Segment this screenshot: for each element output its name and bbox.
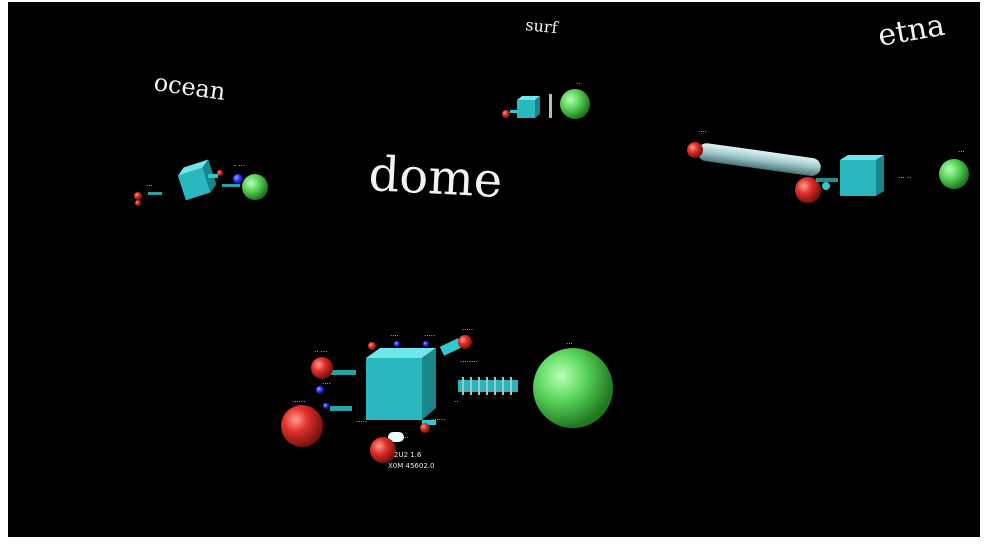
surf-tiny-label: ··: [576, 80, 580, 88]
dome-info-line-2: X0M 45602.0: [388, 462, 434, 470]
dome-tiny-label: ········: [460, 358, 478, 366]
dome-link: [328, 370, 356, 375]
surf-link: [549, 94, 552, 118]
ocean-link: [148, 192, 162, 195]
dome-tiny-label: ····: [322, 380, 331, 388]
surf-cluster[interactable]: ··: [502, 80, 590, 119]
etna-cluster[interactable]: ···· ··· ·· ···: [687, 128, 969, 203]
dome-tiny-label: ·····: [356, 418, 367, 426]
ocean-link: [208, 174, 218, 178]
ocean-cube[interactable]: [176, 159, 218, 201]
etna-link: [816, 178, 838, 182]
dome-tiny-label: ·····: [462, 326, 473, 334]
ocean-tiny-label: ···: [146, 182, 153, 190]
etna-tube-link: [697, 143, 821, 176]
dome-link: [502, 377, 504, 395]
dome-link: [422, 420, 436, 425]
ocean-green-node[interactable]: [242, 174, 268, 200]
etna-red-node[interactable]: [687, 142, 703, 158]
dome-link: [388, 432, 404, 442]
ocean-tiny-label: · ···: [234, 162, 245, 170]
dome-link: [330, 406, 352, 411]
dome-red-node[interactable]: [368, 342, 376, 350]
dome-tiny-label: ······: [292, 398, 305, 406]
etna-cyan-node[interactable]: [822, 182, 830, 190]
dome-tiny-label: ······: [432, 416, 445, 424]
etna-tiny-label: ···: [958, 148, 965, 156]
ocean-cluster[interactable]: · ··· ···: [134, 159, 268, 206]
dome-cluster[interactable]: ·· ··· ···· ····· ····· ········ ··· ···…: [281, 326, 613, 470]
dome-link: [510, 377, 512, 395]
etna-green-node[interactable]: [939, 159, 969, 189]
dome-info-line-1: 2U2 1.6: [394, 451, 422, 459]
host-label-dome: dome: [367, 146, 503, 209]
dome-red-node[interactable]: [311, 357, 333, 379]
dome-blue-node[interactable]: [316, 386, 324, 394]
dome-link: [462, 377, 464, 395]
dome-link: [439, 338, 463, 356]
dome-tiny-label: ·· ···: [314, 348, 327, 356]
3d-viewport[interactable]: ocean surf etna dome · ··· ··· ··: [8, 2, 980, 537]
surf-link: [510, 110, 518, 113]
ocean-link: [222, 184, 240, 187]
etna-tiny-label: ····: [698, 128, 707, 136]
dome-red-node[interactable]: [420, 423, 430, 433]
dome-blue-node[interactable]: [423, 341, 429, 347]
dome-tiny-label: ·····: [424, 332, 435, 340]
dome-link: [470, 377, 472, 395]
surf-red-node[interactable]: [502, 110, 510, 118]
ocean-blue-node[interactable]: [233, 174, 243, 184]
etna-tiny-label: ··· ··: [898, 174, 911, 182]
dome-cube[interactable]: [366, 348, 436, 420]
ocean-red-node[interactable]: [217, 170, 223, 176]
dome-tiny-label: ···: [566, 340, 573, 348]
dome-tiny-label: ····: [400, 434, 409, 442]
surf-cube[interactable]: [517, 96, 540, 118]
dome-red-node[interactable]: [370, 437, 396, 463]
etna-cube[interactable]: [840, 155, 884, 196]
dome-red-node[interactable]: [281, 405, 323, 447]
dome-tiny-label: ··: [454, 398, 458, 406]
dome-blue-node[interactable]: [394, 341, 400, 347]
ocean-red-node[interactable]: [135, 200, 141, 206]
host-label-surf: surf: [525, 15, 560, 37]
dome-link: [494, 377, 496, 395]
dome-link: [486, 377, 488, 395]
host-label-etna: etna: [875, 8, 947, 54]
host-label-ocean: ocean: [152, 68, 227, 106]
dome-link: [478, 377, 480, 395]
surf-green-node[interactable]: [560, 89, 590, 119]
network-scene[interactable]: ocean surf etna dome · ··· ··· ··: [8, 2, 980, 537]
dome-tiny-label: ····: [390, 332, 399, 340]
dome-green-node[interactable]: [533, 348, 613, 428]
ocean-red-node[interactable]: [134, 192, 142, 200]
dome-blue-node[interactable]: [323, 403, 329, 409]
dome-red-node[interactable]: [458, 335, 472, 349]
etna-red-node[interactable]: [795, 177, 821, 203]
